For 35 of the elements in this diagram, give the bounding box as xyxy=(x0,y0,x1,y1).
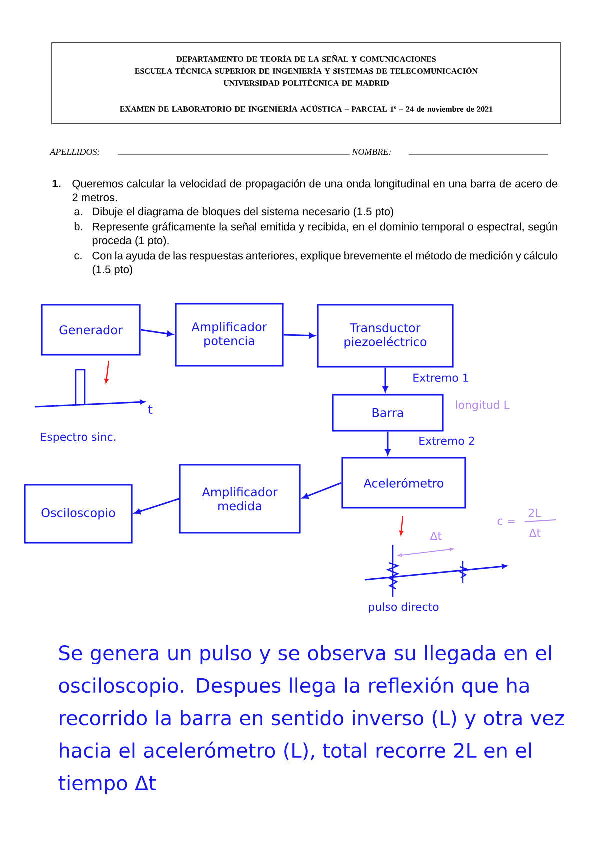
side-note: longitud L xyxy=(456,400,510,412)
formula-text: 2L xyxy=(529,508,542,517)
arrow xyxy=(140,329,174,337)
arrow xyxy=(284,332,316,339)
handwritten-note: Espectro sinc. xyxy=(41,432,116,444)
block-box: Acelerómetro xyxy=(342,457,466,509)
interval-label: Δt xyxy=(430,532,442,540)
form-label: NOMBRE: xyxy=(352,149,391,156)
item-text: Con la ayuda de las respuestas anteriores, explique brevemente el método de medición y cálculo (1.5 pto) xyxy=(92,252,558,276)
block-box: Osciloscopio xyxy=(24,484,133,544)
block-box: Barra xyxy=(332,394,444,432)
block-box: Transductor piezoeléctrico xyxy=(317,304,454,368)
arrow xyxy=(302,482,342,500)
axis-label: t xyxy=(148,406,153,414)
item-letter: b. xyxy=(74,222,82,231)
block-box: Amplificador medida xyxy=(179,464,301,534)
handwritten-note: Se genera un pulso y se observa su llegada en el osciloscopio. Despues llega la reflexión que ha recorrido la barra en sentido inverso (L) y otra vez hacia el acelerómetro (L), total recorre 2L en el tiempo Δt xyxy=(58,645,564,795)
arrow xyxy=(134,498,180,514)
form-label: APELLIDOS: xyxy=(50,149,100,156)
formula-text: c = xyxy=(498,518,515,526)
question-text: Queremos calcular la velocidad de propagación de una onda longitudinal en una barra de acero de 2 metros. xyxy=(72,180,558,202)
block-box: Generador xyxy=(41,304,141,356)
item-letter: a. xyxy=(74,210,82,216)
formula-text: Δt xyxy=(529,529,541,537)
item-letter: c. xyxy=(74,254,82,260)
question-number: 1. xyxy=(52,180,61,188)
item-text: Represente gráficamente la señal emitida y recibida, en el dominio temporal o espectral, según proceda (1 pto). xyxy=(92,222,558,247)
handwritten-note: pulso directo xyxy=(369,602,439,614)
arrow xyxy=(385,432,391,456)
header-box: DEPARTAMENTO DE TEORÍA DE LA SEÑAL Y COMUNICACIONES ESCUELA TÉCNICA SUPERIOR DE INGENIERÍA Y SISTEMAS DE TELECOMUNICACIÓN UNIVERSIDAD POLITÉCNICA DE MADRID EXAMEN DE LABORATORIO DE INGENIERÍA ACÚSTICA – PARCIAL 1º – 24 de noviembre de 2021 xyxy=(52,42,562,124)
edge-label: Extremo 2 xyxy=(418,436,476,446)
block-box: Amplificador potencia xyxy=(175,303,284,367)
item-text: Dibuje el diagrama de bloques del sistema necesario (1.5 pto) xyxy=(93,208,394,218)
arrow xyxy=(382,368,388,392)
edge-label: Extremo 1 xyxy=(412,372,470,384)
